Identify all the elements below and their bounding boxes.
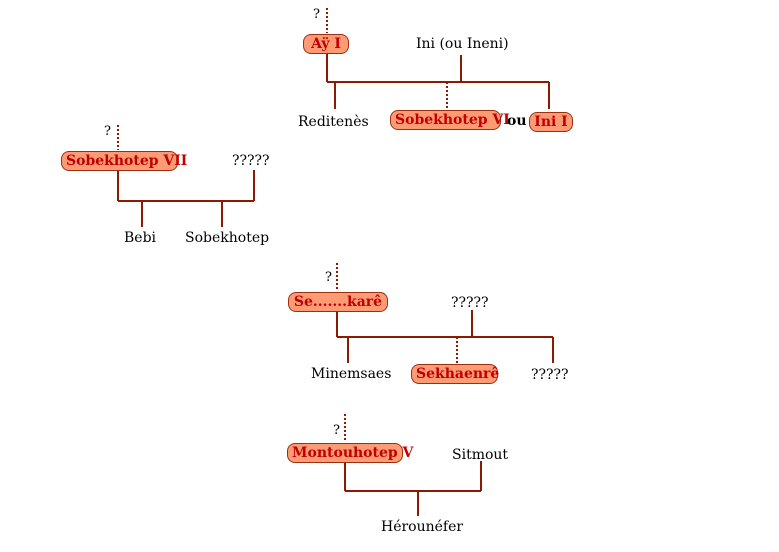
- child-4-1: Hérounéfer: [381, 519, 464, 535]
- spouse-3: ?????: [451, 295, 489, 311]
- king-box-sobekhotep-vi: Sobekhotep VI: [390, 110, 510, 130]
- unknown-parent-1: ?: [313, 7, 320, 22]
- unknown-parent-4: ?: [333, 423, 340, 438]
- alternative-word: ou: [507, 113, 527, 129]
- spouse-2: ?????: [232, 153, 270, 169]
- child-3-3: ?????: [531, 367, 569, 383]
- child-2-2: Sobekhotep: [185, 230, 270, 246]
- king-box-ini-i: Ini I: [529, 112, 573, 132]
- king-box-montouhotep-v: Montouhotep V: [287, 443, 413, 463]
- king-box-se-kare: Se.......karê: [288, 292, 388, 312]
- child-3-1: Minemsaes: [311, 366, 392, 382]
- spouse-4: Sitmout: [452, 447, 509, 463]
- child-2-1: Bebi: [124, 230, 157, 246]
- king-box-sekhaenre: Sekhaenrê: [411, 364, 499, 384]
- unknown-parent-2: ?: [104, 124, 111, 139]
- king-box-sobekhotep-vii: Sobekhotep VII: [61, 151, 187, 171]
- king-box-ay-i: Aÿ I: [303, 34, 349, 54]
- child-1-1: Reditenès: [298, 114, 369, 130]
- unknown-parent-3: ?: [325, 270, 332, 285]
- spouse-1: Ini (ou Ineni): [416, 36, 509, 52]
